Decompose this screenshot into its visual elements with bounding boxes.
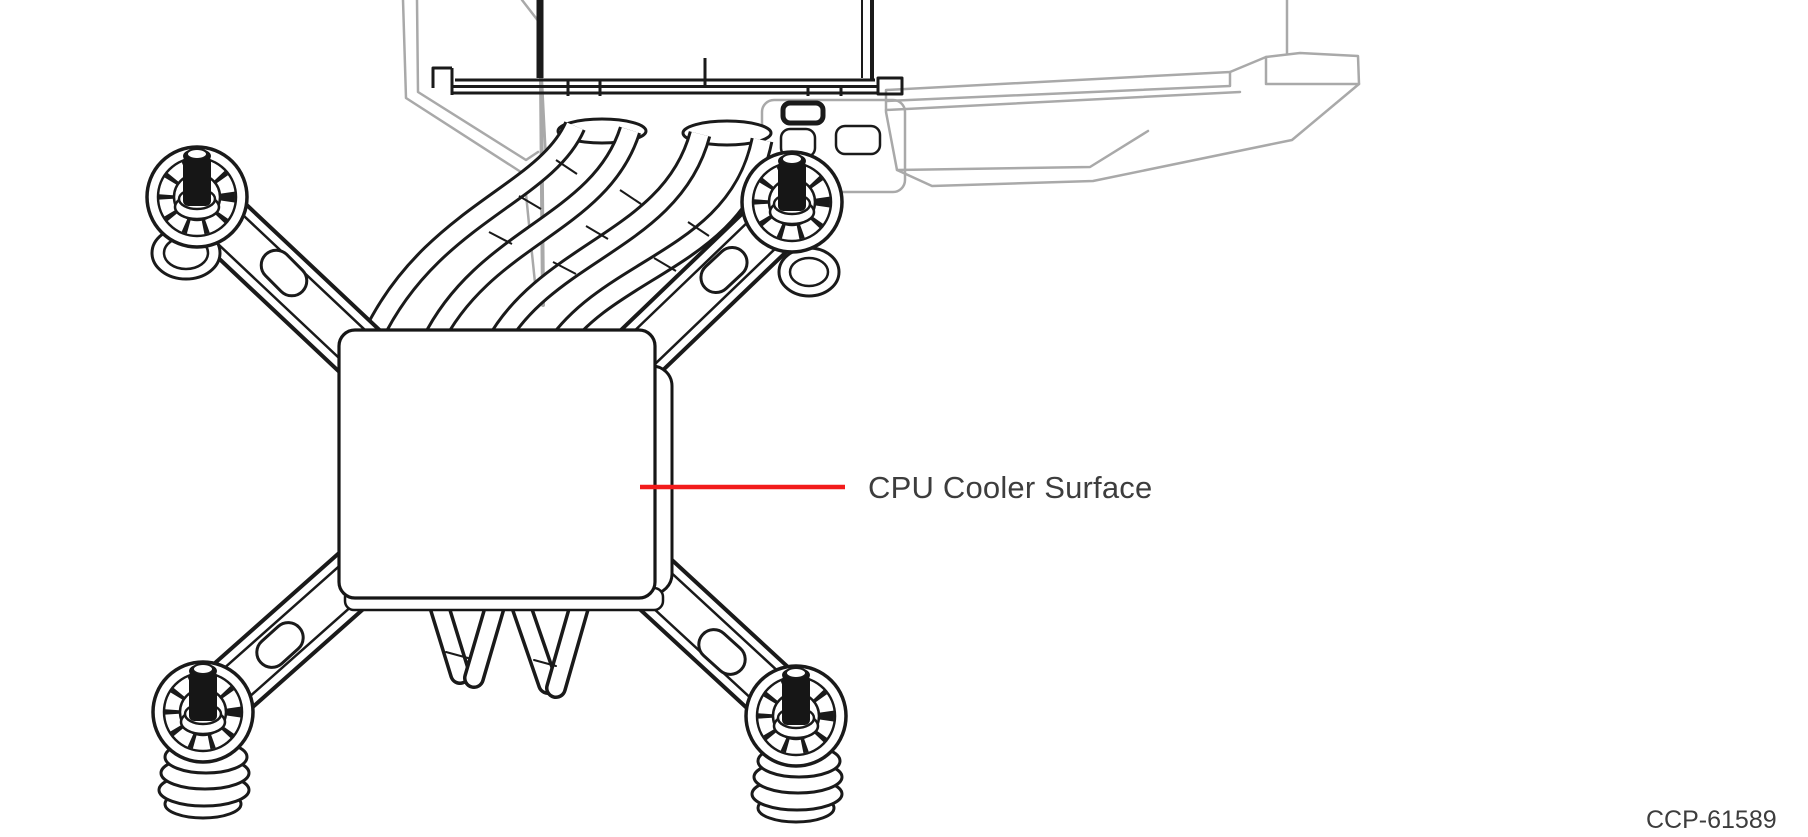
callout-label: CPU Cooler Surface [868,470,1153,505]
spring-screw-bottom-left [151,660,255,820]
fin-stack-base [431,0,904,159]
cooler-surface-plate [337,328,674,612]
part-code: CCP-61589 [1646,806,1777,834]
spring-screw-top-left [145,145,249,281]
spring-screws [145,145,848,824]
spring-screw-bottom-right [744,664,848,824]
spring-screw-top-right [740,150,844,298]
